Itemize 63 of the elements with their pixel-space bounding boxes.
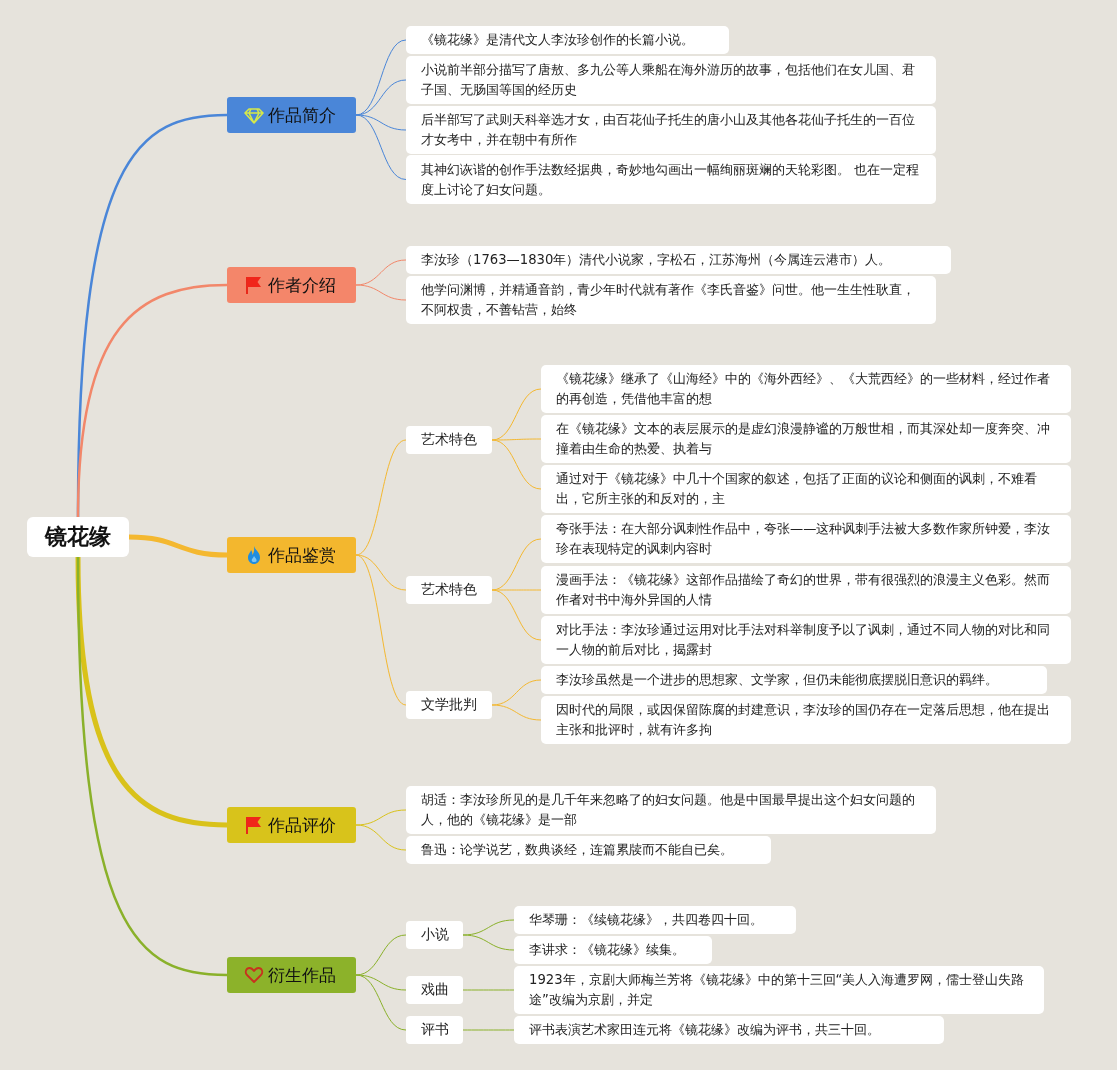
topic-box	[227, 537, 356, 573]
connector	[355, 934, 407, 976]
connector	[462, 1029, 515, 1031]
connector	[355, 79, 407, 116]
connector	[355, 974, 407, 991]
note-box: 小说前半部分描写了唐敖、多九公等人乘船在海外游历的故事，包括他们在女儿国、君子国、无肠国等国的经历史	[406, 56, 936, 104]
note-box: 后半部写了武则天科举选才女，由百花仙子托生的唐小山及其他各花仙子托生的一百位才女考中，并在朝中有所作	[406, 106, 936, 154]
subtopic-box: 文学批判	[406, 691, 492, 719]
note-box: 《镜花缘》是清代文人李汝珍创作的长篇小说。	[406, 26, 729, 54]
connector	[355, 114, 407, 131]
connector	[355, 439, 407, 556]
note-box: 李讲求：《镜花缘》续集。	[514, 936, 712, 964]
connector	[76, 283, 228, 518]
note-box: 对比手法：李汝珍通过运用对比手法对科举制度予以了讽刺，通过不同人物的对比和同一人物的前后对比，揭露封	[541, 616, 1071, 664]
connector	[462, 934, 515, 951]
connector	[491, 589, 542, 591]
subtopic-box: 小说	[406, 921, 463, 949]
connector	[75, 556, 228, 828]
topic-box	[227, 807, 356, 843]
note-box: 通过对于《镜花缘》中几十个国家的叙述，包括了正面的议论和侧面的讽刺，不难看出，它所主张的和反对的，主	[541, 465, 1071, 513]
subtopic-box: 艺术特色	[406, 426, 492, 454]
connector	[491, 439, 542, 490]
note-box: 他学问渊博，并精通音韵，青少年时代就有著作《李氏音鉴》问世。他一生生性耿直，不阿权贵，不善钻营，始终	[406, 276, 936, 324]
note-box: 夸张手法：在大部分讽刺性作品中，夸张——这种讽刺手法被大多数作家所钟爱，李汝珍在表现特定的讽刺内容时	[541, 515, 1071, 563]
note-box: 其神幻诙谐的创作手法数经据典，奇妙地勾画出一幅绚丽斑斓的天轮彩图。 也在一定程度上讨论了妇女问题。	[406, 155, 936, 204]
note-box: 李汝珍虽然是一个进步的思想家、文学家，但仍未能彻底摆脱旧意识的羁绊。	[541, 666, 1047, 694]
connector	[462, 919, 515, 936]
subtopic-box: 戏曲	[406, 976, 463, 1004]
note-box: 漫画手法：《镜花缘》这部作品描绘了奇幻的世界，带有很强烈的浪漫主义色彩。然而作者对书中海外异国的人情	[541, 566, 1071, 614]
topic-title: 衍生作品	[268, 963, 336, 987]
note-box: 评书表演艺术家田连元将《镜花缘》改编为评书，共三十回。	[514, 1016, 944, 1044]
connector	[355, 824, 407, 851]
note-box: 《镜花缘》继承了《山海经》中的《海外西经》、《大荒西经》的一些材料，经过作者的再创造，凭借他丰富的想	[541, 365, 1071, 413]
note-box: 因时代的局限，或因保留陈腐的封建意识，李汝珍的国仍存在一定落后思想，他在提出主张和批评时，就有许多拘	[541, 696, 1071, 744]
topic-box	[227, 957, 356, 993]
topic-title: 作品评价	[268, 813, 336, 837]
topic-box	[227, 97, 356, 133]
note-box: 鲁迅：论学说艺，数典谈经，连篇累牍而不能自已矣。	[406, 836, 771, 864]
connector	[128, 534, 228, 558]
connector	[355, 974, 407, 1031]
note-box: 在《镜花缘》文本的表层展示的是虚幻浪漫静谧的万般世相，而其深处却一度奔突、冲撞着由生命的热爱、执着与	[541, 415, 1071, 463]
connector	[355, 114, 407, 180]
topic-title: 作者介绍	[268, 273, 336, 297]
connector	[355, 554, 407, 706]
topic-box	[227, 267, 356, 303]
subtopic-box: 评书	[406, 1016, 463, 1044]
connector	[355, 554, 407, 591]
connector	[76, 557, 228, 977]
subtopic-box: 艺术特色	[406, 576, 492, 604]
central-topic: 镜花缘	[27, 517, 129, 557]
connector	[355, 284, 407, 301]
note-box: 华琴珊：《续镜花缘》，共四卷四十回。	[514, 906, 796, 934]
note-box: 胡适：李汝珍所见的是几千年来忽略了的妇女问题。他是中国最早提出这个妇女问题的人，他的《镜花缘》是一部	[406, 786, 936, 834]
topic-title: 作品鉴赏	[268, 543, 336, 567]
connector	[491, 438, 542, 441]
topic-title: 作品简介	[268, 103, 336, 127]
connector	[491, 704, 542, 721]
note-box: 1923年，京剧大师梅兰芳将《镜花缘》中的第十三回“美人入海遭罗网，儒士登山失路途”改编为京剧，并定	[514, 966, 1044, 1014]
connector	[491, 589, 542, 641]
note-box: 李汝珍（1763—1830年）清代小说家，字松石，江苏海州（今属连云港市）人。	[406, 246, 951, 274]
connector	[491, 679, 542, 706]
connector	[355, 259, 407, 286]
connector	[462, 989, 515, 991]
